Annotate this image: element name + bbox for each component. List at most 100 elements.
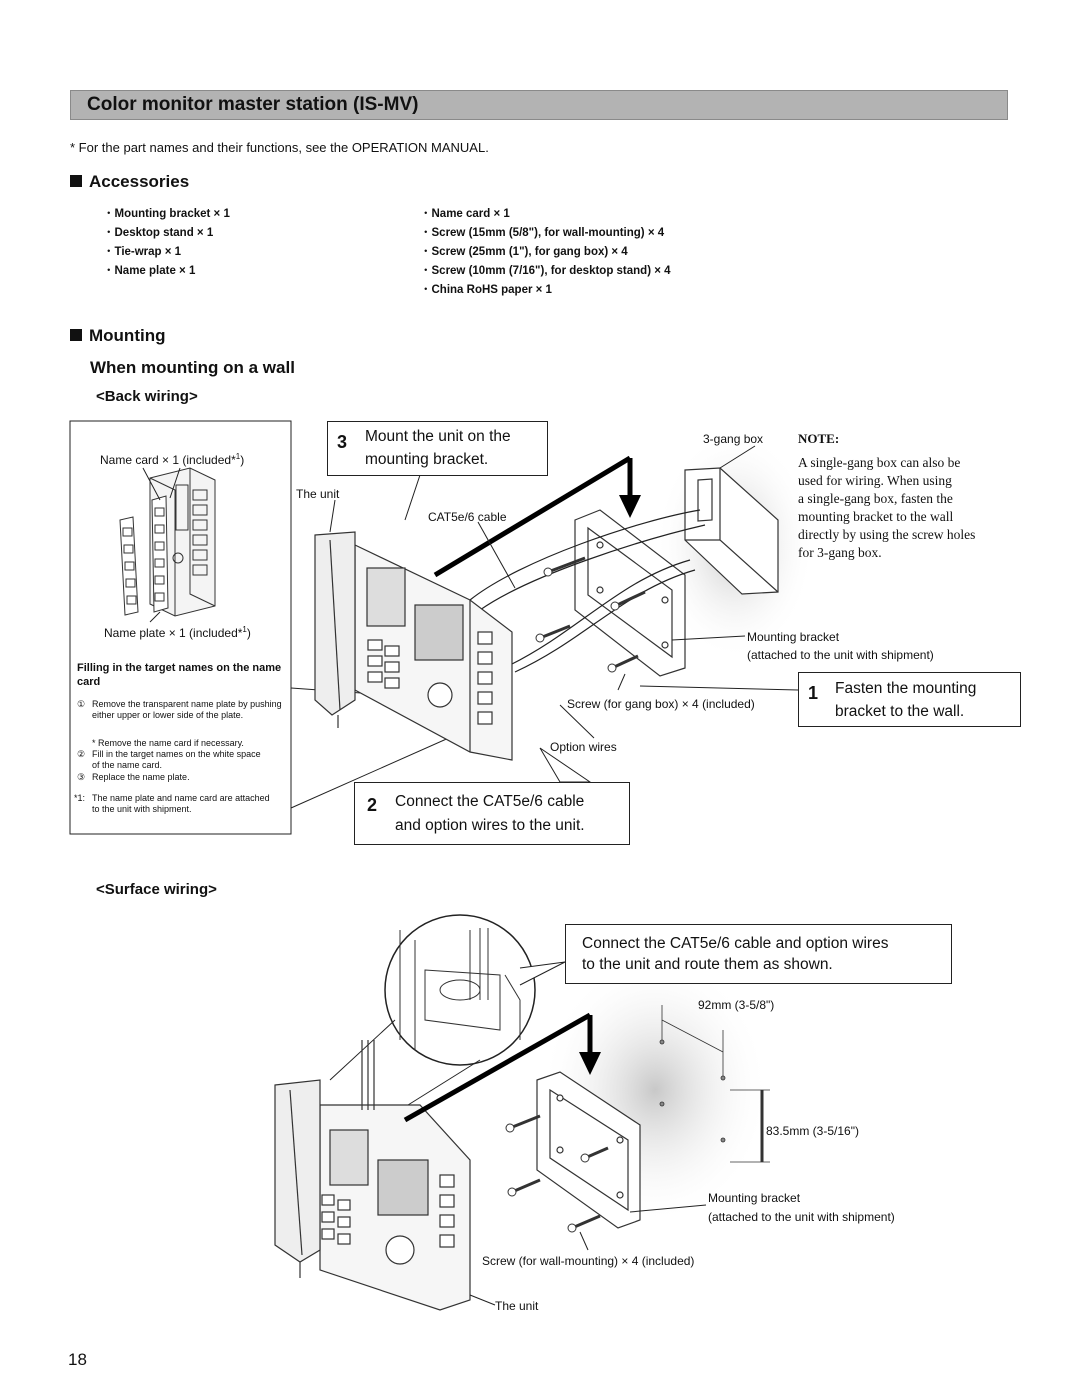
surface-unit-label: The unit	[495, 1299, 539, 1313]
note-body: A single-gang box can also be used for w…	[798, 454, 975, 562]
footnote-mark: *1:	[74, 793, 86, 803]
dimension-lines	[659, 1005, 770, 1163]
surface-wiring-heading: <Surface wiring>	[96, 881, 217, 898]
screw-illustration	[505, 1114, 609, 1233]
name-plate-close: )	[246, 626, 251, 640]
surface-callout-line1: Connect the CAT5e/6 cable and option wir…	[582, 935, 889, 952]
wall-screw-label: Screw (for wall-mounting) × 4 (included)	[482, 1254, 695, 1268]
square-bullet-icon	[70, 329, 82, 341]
mount-arrow	[403, 1012, 592, 1123]
leader-line	[719, 445, 756, 469]
leader-line	[671, 635, 746, 641]
note-line: A single-gang box can also be	[798, 455, 961, 470]
square-bullet-icon	[70, 175, 82, 187]
step3-number: 3	[337, 432, 348, 452]
arrow-head-icon	[619, 495, 641, 518]
leader-line	[559, 704, 595, 739]
fill-names-heading: Filling in the target names on the name …	[77, 662, 282, 688]
step3-callout: 3 Mount the unit on the mounting bracket…	[327, 421, 548, 476]
back-wiring-heading: <Back wiring>	[96, 388, 198, 405]
inset-step1: Remove the transparent name plate by pus…	[92, 699, 282, 720]
inset-footnote: The name plate and name card are attache…	[92, 793, 270, 814]
mounting-heading-text: Mounting	[89, 326, 166, 345]
surface-unit-illustration	[274, 1040, 471, 1311]
surface-bracket-illustration	[536, 1071, 641, 1229]
option-wires-label: Option wires	[550, 740, 617, 754]
accessory-item: Screw (10mm (7/16"), for desktop stand) …	[420, 262, 671, 281]
leader-line	[477, 521, 516, 589]
gang-box-label: 3-gang box	[703, 432, 764, 446]
note-line: mounting bracket to the wall	[798, 509, 954, 524]
leader-line	[169, 467, 181, 499]
step2-line2: and option wires to the unit.	[395, 817, 585, 834]
note-line: directly by using the screw holes	[798, 527, 976, 542]
step-number: ①	[77, 699, 86, 709]
back-wiring-unit-illustration	[314, 531, 513, 761]
step-number: ②	[77, 749, 86, 759]
leader-line	[469, 1294, 496, 1306]
step2-callout: 2 Connect the CAT5e/6 cable and option w…	[354, 782, 630, 845]
dim-height-label: 83.5mm (3-5/16")	[766, 1124, 859, 1138]
mount-arrow	[433, 455, 632, 578]
surface-callout-line2: to the unit and route them as shown.	[582, 956, 833, 973]
surface-bracket-note-label: (attached to the unit with shipment)	[708, 1210, 895, 1224]
step2-number: 2	[367, 795, 378, 815]
accessories-right-list: Name card × 1 Screw (15mm (5/8"), for wa…	[420, 205, 671, 300]
section-title: Color monitor master station (IS-MV)	[87, 94, 419, 115]
leader-line	[639, 685, 799, 691]
inset-step2: Fill in the target names on the white sp…	[92, 749, 261, 770]
cable-illustration	[469, 509, 706, 673]
callout-pointer	[390, 474, 421, 521]
accessories-left-list: Mounting bracket × 1 Desktop stand × 1 T…	[103, 205, 230, 281]
leader-line	[629, 1204, 707, 1213]
accessory-item: Name card × 1	[420, 205, 671, 224]
step1-callout: 1 Fasten the mounting bracket to the wal…	[798, 672, 1021, 727]
name-card-illustration	[119, 516, 139, 616]
mounting-bracket-illustration	[574, 509, 686, 677]
inset-step3: Replace the name plate.	[92, 772, 190, 782]
page-number: 18	[68, 1350, 87, 1369]
leader-line	[329, 499, 336, 533]
accessory-item: China RoHS paper × 1	[420, 281, 671, 300]
inset-step1-note: * Remove the name card if necessary.	[92, 738, 244, 748]
accessory-item: Screw (25mm (1"), for gang box) × 4	[420, 243, 671, 262]
note-line: a single-gang box, fasten the	[798, 491, 953, 506]
name-card-text: Name card × 1 (included*	[100, 453, 236, 467]
name-plate-label: Name plate × 1 (included*1)	[104, 625, 251, 640]
zoom-line	[399, 1059, 481, 1111]
accessories-heading-text: Accessories	[89, 172, 190, 191]
note-line: used for wiring. When using	[798, 473, 952, 488]
accessory-item: Desktop stand × 1	[103, 224, 230, 243]
arrow-head-icon	[579, 1052, 601, 1075]
leader-line	[149, 611, 161, 623]
surface-callout: Connect the CAT5e/6 cable and option wir…	[565, 924, 952, 984]
bracket-label: Mounting bracket	[747, 630, 840, 644]
section-title-bar: Color monitor master station (IS-MV)	[70, 90, 1008, 120]
screw-illustration	[535, 556, 646, 673]
step1-line1: Fasten the mounting	[835, 680, 977, 697]
footnote-sup: 1	[235, 452, 241, 461]
accessory-item: Mounting bracket × 1	[103, 205, 230, 224]
mounting-heading: Mounting	[70, 326, 165, 346]
intro-note: * For the part names and their functions…	[70, 140, 489, 155]
note-line: for 3-gang box.	[798, 545, 882, 560]
name-card-label: Name card × 1 (included*1)	[100, 452, 244, 467]
accessory-item: Tie-wrap × 1	[103, 243, 230, 262]
detail-magnifier	[384, 914, 536, 1066]
name-plate-illustration	[151, 495, 169, 613]
leader-line	[617, 673, 626, 691]
step2-line1: Connect the CAT5e/6 cable	[395, 793, 585, 810]
step1-number: 1	[808, 683, 819, 703]
surface-bracket-label: Mounting bracket	[708, 1191, 801, 1205]
dim-width-label: 92mm (3-5/8")	[698, 998, 775, 1012]
note-title: NOTE:	[798, 431, 840, 446]
step3-line1: Mount the unit on the	[365, 428, 511, 445]
cable-label: CAT5e/6 cable	[428, 510, 507, 524]
bracket-note-label: (attached to the unit with shipment)	[747, 648, 934, 662]
accessory-item: Screw (15mm (5/8"), for wall-mounting) ×…	[420, 224, 671, 243]
leader-line	[142, 467, 161, 501]
accessories-heading: Accessories	[70, 172, 189, 192]
wall-mount-subheading: When mounting on a wall	[90, 358, 295, 377]
name-card-close: )	[240, 453, 245, 467]
step3-line2: mounting bracket.	[365, 451, 489, 468]
